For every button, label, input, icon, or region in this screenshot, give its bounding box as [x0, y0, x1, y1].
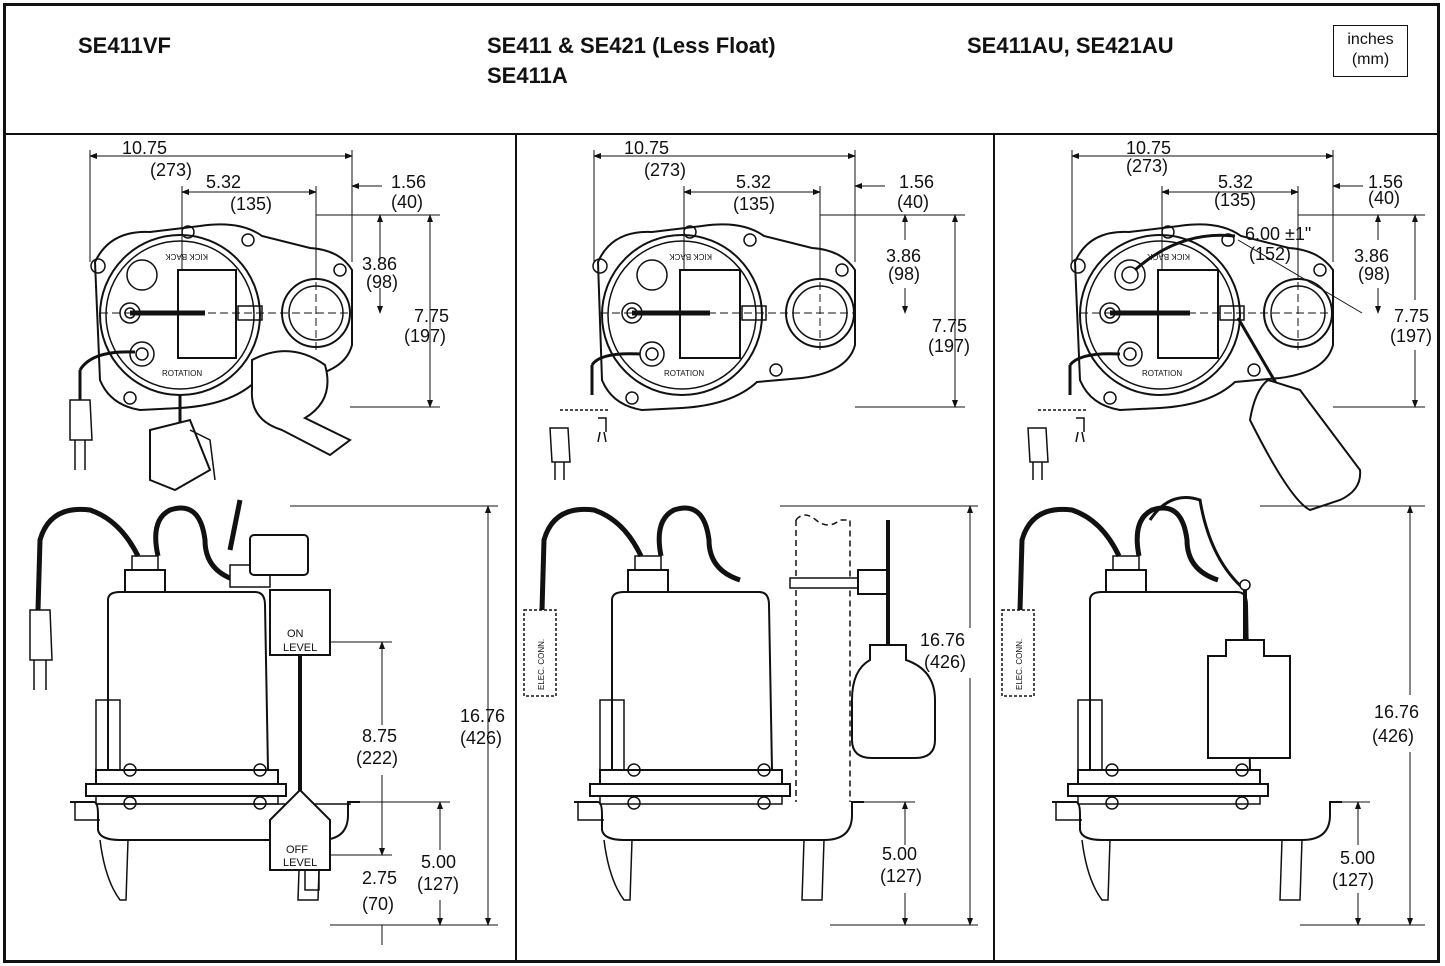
off-level-label: LEVEL	[283, 857, 317, 869]
p3-width-mm: (273)	[1126, 156, 1168, 176]
p2-inlet: 5.00	[882, 844, 917, 864]
panel-se411au	[1001, 150, 1425, 926]
p2-depth-mm: (197)	[928, 336, 970, 356]
p1-height-mm: (426)	[460, 728, 502, 748]
p3-discharge-height: 3.86	[1354, 246, 1389, 266]
top-dims-2	[593, 150, 965, 408]
top-dims-3	[1071, 150, 1425, 408]
rotation-label-2: ROTATION	[664, 369, 704, 378]
side-view-3	[1001, 496, 1342, 901]
rotation-label-3: ROTATION	[1142, 369, 1182, 378]
p3-float-radius: 6.00 ±1"	[1245, 224, 1311, 244]
p1-on-level: 8.75	[362, 726, 397, 746]
side-dims-1	[290, 505, 498, 945]
p2-width-mm: (273)	[644, 160, 686, 180]
p3-height-mm: (426)	[1372, 726, 1414, 746]
elec-conn-label-3: ELEC. CONN.	[1015, 639, 1024, 690]
p3-inlet: 5.00	[1340, 848, 1375, 868]
p2-center-value: 5.32	[736, 172, 771, 192]
model-title-mid: SE411 & SE421 (Less Float)	[487, 33, 776, 58]
p1-height: 16.76	[460, 706, 505, 726]
p3-discharge-offset: 1.56	[1368, 172, 1403, 192]
p1-discharge-height: 3.86	[362, 254, 397, 274]
side-dims-2	[780, 505, 978, 926]
p1-inlet-mm: (127)	[417, 874, 459, 894]
p1-off-level-mm: (70)	[362, 894, 394, 914]
top-view-2	[549, 223, 856, 480]
p3-float-radius-mm: (152)	[1249, 244, 1291, 264]
p1-width-value: 10.75	[122, 138, 167, 158]
p2-height-mm: (426)	[924, 652, 966, 672]
p3-center-mm: (135)	[1214, 190, 1256, 210]
model-title-right: SE411AU, SE421AU	[967, 33, 1174, 58]
model-title-left: SE411VF	[78, 33, 171, 58]
p3-depth: 7.75	[1394, 306, 1429, 326]
p3-discharge-height-mm: (98)	[1358, 264, 1390, 284]
kick-back-label-2: KICK BACK	[669, 252, 712, 261]
model-subtitle-mid: SE411A	[487, 63, 568, 88]
on-level-label: LEVEL	[283, 642, 317, 654]
p1-width-mm: (273)	[150, 160, 192, 180]
p2-discharge-height-mm: (98)	[888, 264, 920, 284]
top-view-3	[1027, 223, 1362, 512]
off-label: OFF	[286, 844, 308, 856]
p2-inlet-mm: (127)	[880, 866, 922, 886]
p3-width-value: 10.75	[1126, 138, 1171, 158]
p2-depth: 7.75	[932, 316, 967, 336]
side-view-2	[523, 505, 936, 901]
p1-center-mm: (135)	[230, 194, 272, 214]
p1-discharge-offset: 1.56	[391, 172, 426, 192]
kick-back-label-3: KICK BACK	[1147, 252, 1190, 261]
kick-back-label-1: KICK BACK	[165, 252, 208, 261]
panel-se411	[523, 150, 978, 926]
elec-conn-label-2: ELEC. CONN.	[537, 639, 546, 690]
panel-divider-1	[515, 133, 517, 960]
p1-center-value: 5.32	[206, 172, 241, 192]
p1-off-level: 2.75	[362, 868, 397, 888]
p3-depth-mm: (197)	[1390, 326, 1432, 346]
panel-se411vf	[29, 150, 498, 945]
units-inches: inches	[1347, 31, 1394, 48]
units-legend: inches (mm)	[1333, 25, 1408, 77]
side-view-1	[29, 499, 360, 901]
p2-center-mm: (135)	[733, 194, 775, 214]
header-band: SE411VF SE411 & SE421 (Less Float) SE411…	[6, 6, 1437, 135]
p2-width-value: 10.75	[624, 138, 669, 158]
p1-depth-mm: (197)	[404, 326, 446, 346]
p2-height: 16.76	[920, 630, 965, 650]
p1-depth: 7.75	[414, 306, 449, 326]
p1-inlet: 5.00	[421, 852, 456, 872]
p2-discharge-offset-mm: (40)	[897, 192, 929, 212]
p3-discharge-offset-mm: (40)	[1368, 188, 1400, 208]
top-dims-1	[89, 150, 440, 408]
p1-discharge-offset-mm: (40)	[391, 192, 423, 212]
side-dims-3	[1260, 505, 1425, 926]
on-label: ON	[287, 628, 304, 640]
panel-divider-2	[993, 133, 995, 960]
p1-on-level-mm: (222)	[356, 748, 398, 768]
top-view-1	[69, 223, 353, 492]
units-mm: (mm)	[1351, 51, 1390, 68]
p2-discharge-height: 3.86	[886, 246, 921, 266]
p3-center-value: 5.32	[1218, 172, 1253, 192]
p3-inlet-mm: (127)	[1332, 870, 1374, 890]
p2-discharge-offset: 1.56	[899, 172, 934, 192]
drawing-frame: SE411VF SE411 & SE421 (Less Float) SE411…	[3, 3, 1440, 963]
rotation-label-1: ROTATION	[162, 369, 202, 378]
p3-height: 16.76	[1374, 702, 1419, 722]
p1-discharge-height-mm: (98)	[366, 272, 398, 292]
